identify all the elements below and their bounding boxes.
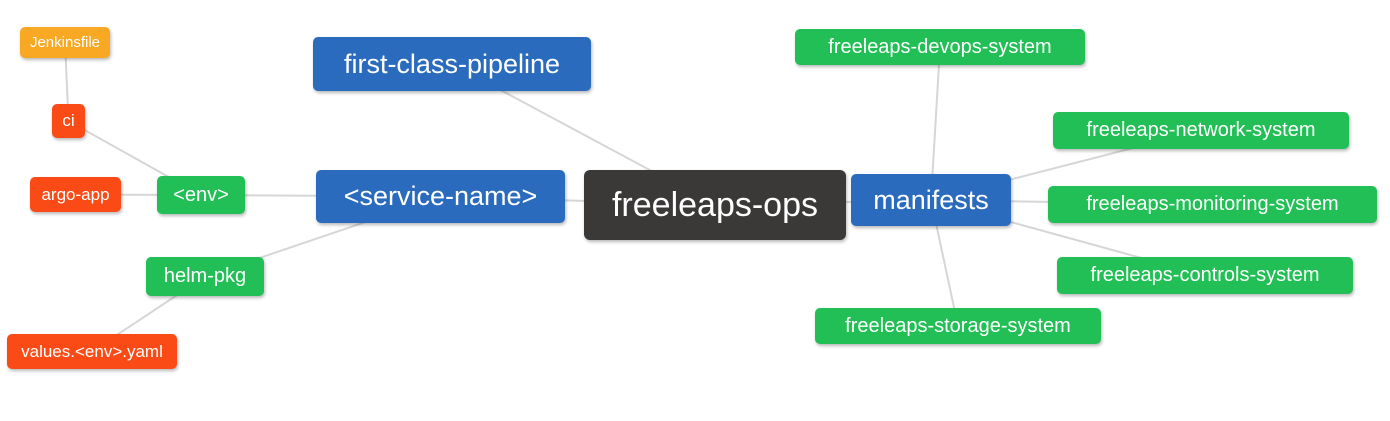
node-values-env-yaml[interactable]: values.<env>.yaml — [7, 334, 177, 369]
node-freeleaps-devops-system[interactable]: freeleaps-devops-system — [795, 29, 1085, 65]
node-first-class-pipeline[interactable]: first-class-pipeline — [313, 37, 591, 91]
node-manifests[interactable]: manifests — [851, 174, 1011, 226]
node-freeleaps-ops[interactable]: freeleaps-ops — [584, 170, 846, 240]
node-freeleaps-controls-system[interactable]: freeleaps-controls-system — [1057, 257, 1353, 294]
node-freeleaps-monitoring-system[interactable]: freeleaps-monitoring-system — [1048, 186, 1377, 223]
node-argo-app[interactable]: argo-app — [30, 177, 121, 212]
node-helm-pkg[interactable]: helm-pkg — [146, 257, 264, 296]
node-env[interactable]: <env> — [157, 176, 245, 214]
node-freeleaps-storage-system[interactable]: freeleaps-storage-system — [815, 308, 1101, 344]
node-service-name[interactable]: <service-name> — [316, 170, 565, 223]
node-jenkinsfile[interactable]: Jenkinsfile — [20, 27, 110, 58]
node-ci[interactable]: ci — [52, 104, 85, 138]
node-freeleaps-network-system[interactable]: freeleaps-network-system — [1053, 112, 1349, 149]
